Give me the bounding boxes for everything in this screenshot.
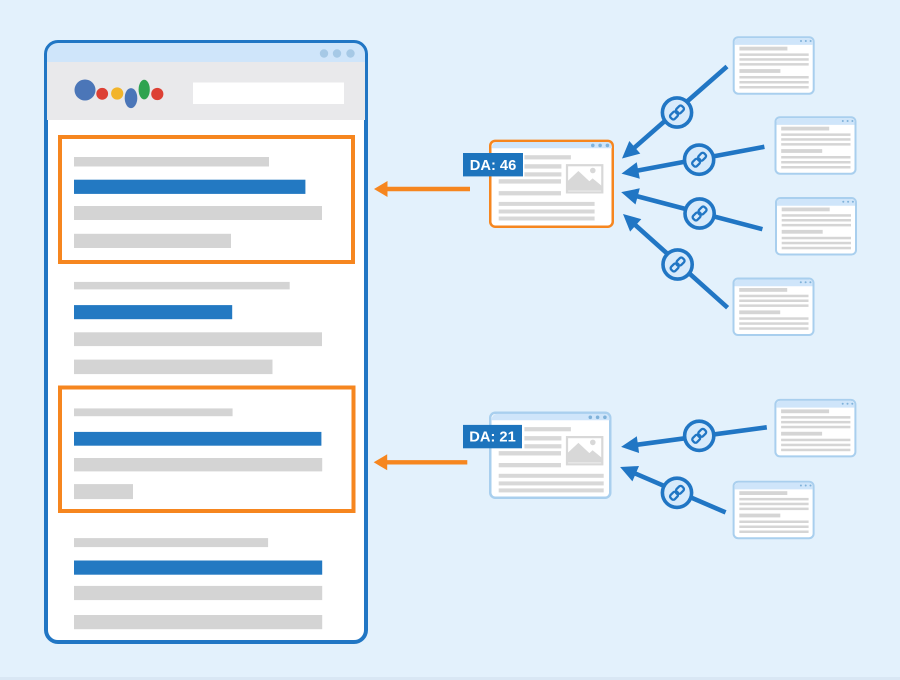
svg-text:DA: 46: DA: 46 bbox=[470, 158, 517, 174]
svg-text:DA: 21: DA: 21 bbox=[469, 430, 516, 446]
